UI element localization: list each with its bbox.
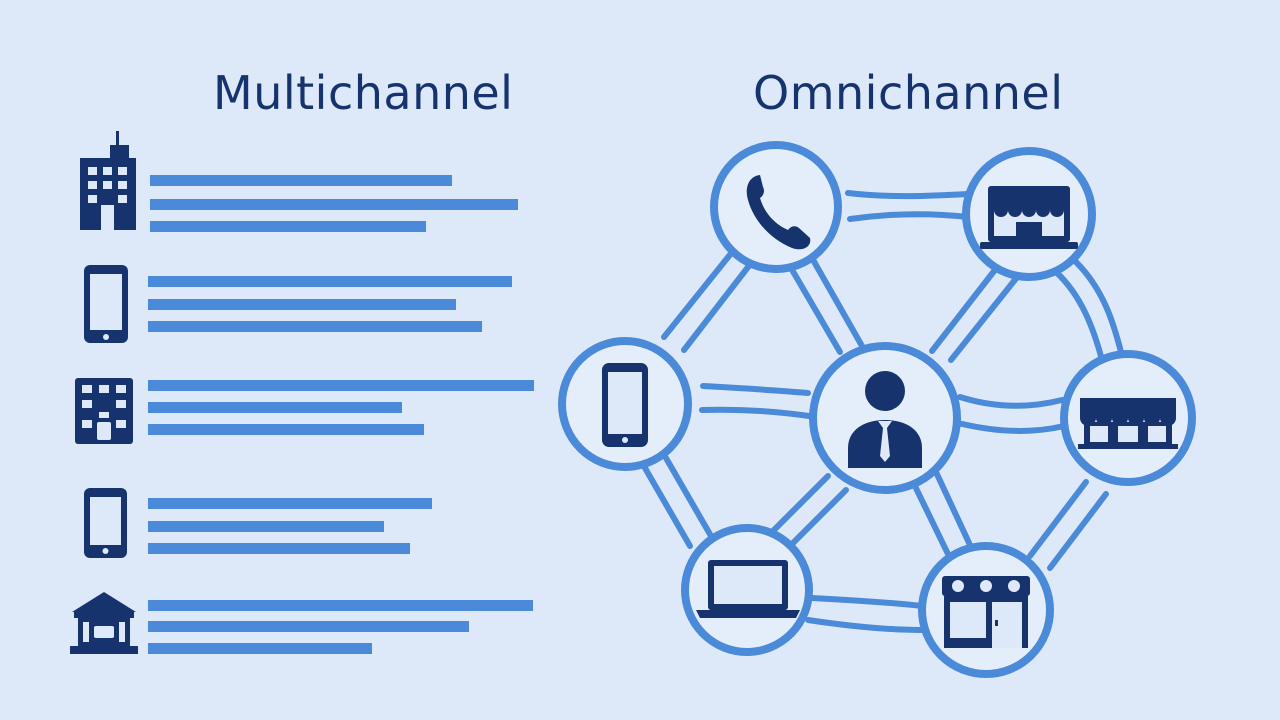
channel-bars xyxy=(148,380,534,435)
channel-bars xyxy=(148,600,533,654)
channel-bars xyxy=(148,276,512,332)
store-awning-icon xyxy=(1078,398,1178,449)
omnichannel-title: Omnichannel xyxy=(753,66,1064,120)
multichannel-title: Multichannel xyxy=(213,66,514,120)
multichannel-row xyxy=(84,265,512,343)
channel-bars xyxy=(148,498,432,554)
network-nodes xyxy=(558,141,1196,678)
laptop-storefront-icon xyxy=(980,186,1078,249)
multichannel-row xyxy=(84,488,432,558)
channel-bars xyxy=(150,175,518,232)
storefront-building-icon xyxy=(75,378,133,444)
multichannel-list xyxy=(70,131,534,654)
multichannel-row xyxy=(80,131,518,232)
multichannel-row xyxy=(75,378,534,444)
channel-node-shop xyxy=(918,542,1054,678)
channel-node-online-store xyxy=(962,147,1096,281)
laptop-icon xyxy=(696,560,800,618)
channel-node-physical-store xyxy=(1060,350,1196,486)
phone-handset-icon xyxy=(746,175,811,250)
smartphone-icon xyxy=(602,363,648,447)
shop-front-icon xyxy=(942,576,1030,648)
bank-building-icon xyxy=(70,592,138,654)
office-building-icon xyxy=(80,131,136,230)
omnichannel-network xyxy=(558,141,1196,678)
smartphone-icon xyxy=(84,488,127,558)
multichannel-row xyxy=(70,592,533,654)
channel-node-mobile xyxy=(558,337,692,471)
channel-node-laptop xyxy=(681,524,813,656)
connector-links xyxy=(642,190,1125,633)
channel-node-phone xyxy=(710,141,842,273)
customer-person-icon xyxy=(848,371,922,468)
smartphone-icon xyxy=(84,265,128,343)
channel-node-customer xyxy=(809,342,961,494)
